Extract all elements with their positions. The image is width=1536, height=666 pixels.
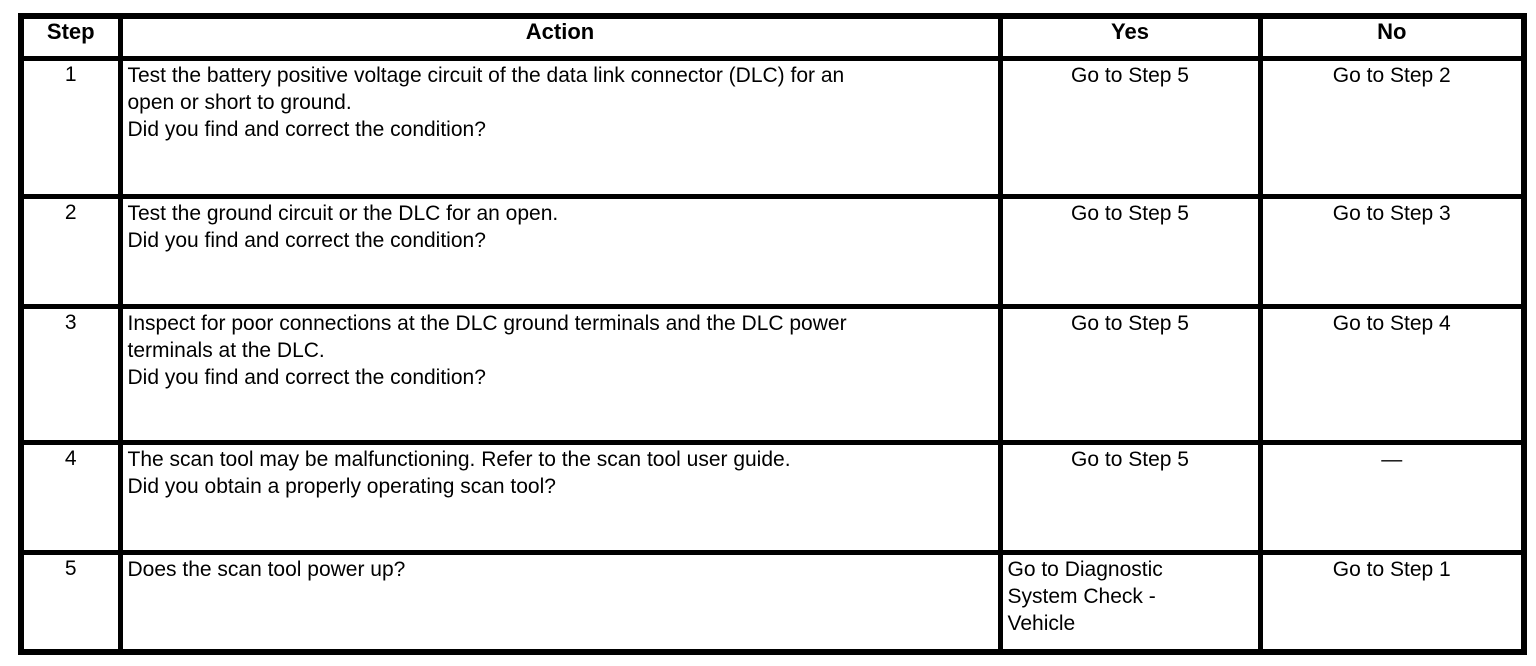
- action-question: Did you find and correct the condition?: [127, 365, 486, 389]
- column-header-action: Action: [117, 13, 1003, 61]
- table-row: 1 Test the battery positive voltage circ…: [18, 55, 1527, 199]
- table-row: 2 Test the ground circuit or the DLC for…: [18, 193, 1527, 309]
- no-result: Go to Step 3: [1332, 201, 1451, 225]
- table-row: 5 Does the scan tool power up? Go to Dia…: [18, 549, 1527, 655]
- no-result: Go to Step 2: [1332, 63, 1451, 87]
- action-cell: The scan tool may be malfunctioning. Ref…: [125, 447, 995, 504]
- action-cell: Inspect for poor connections at the DLC …: [125, 311, 995, 395]
- action-description: Does the scan tool power up?: [127, 557, 406, 581]
- no-result: Go to Step 4: [1332, 311, 1451, 335]
- yes-result: Go to Diagnostic System Check - Vehicle: [1007, 557, 1163, 635]
- table-row: 4 The scan tool may be malfunctioning. R…: [18, 439, 1527, 555]
- action-cell: Test the battery positive voltage circui…: [125, 63, 995, 147]
- action-description: Inspect for poor connections at the DLC …: [127, 311, 847, 362]
- step-number: 5: [64, 556, 77, 580]
- step-number: 2: [64, 200, 77, 224]
- yes-result: Go to Step 5: [1071, 447, 1189, 471]
- yes-result: Go to Step 5: [1071, 201, 1189, 225]
- action-cell: Test the ground circuit or the DLC for a…: [125, 201, 995, 258]
- step-number: 4: [64, 446, 77, 470]
- no-result-dash: —: [1381, 447, 1403, 471]
- action-question: Did you obtain a properly operating scan…: [127, 474, 556, 498]
- step-number: 1: [64, 62, 77, 86]
- diagnostic-table-container: Step Action Yes No 1 Test the battery po…: [18, 13, 1527, 655]
- step-number: 3: [64, 310, 77, 334]
- action-description: Test the ground circuit or the DLC for a…: [127, 201, 559, 225]
- diagnostic-steps-table: Step Action Yes No 1 Test the battery po…: [18, 13, 1527, 655]
- yes-result: Go to Step 5: [1071, 63, 1189, 87]
- column-header-no: No: [1257, 13, 1527, 61]
- action-description: Test the battery positive voltage circui…: [127, 63, 845, 114]
- table-row: 3 Inspect for poor connections at the DL…: [18, 303, 1527, 445]
- action-cell: Does the scan tool power up?: [125, 557, 995, 587]
- yes-result: Go to Step 5: [1071, 311, 1189, 335]
- column-header-yes: Yes: [997, 13, 1263, 61]
- action-question: Did you find and correct the condition?: [127, 117, 486, 141]
- action-description: The scan tool may be malfunctioning. Ref…: [127, 447, 791, 471]
- action-question: Did you find and correct the condition?: [127, 228, 486, 252]
- header-row: Step Action Yes No: [18, 13, 1527, 61]
- no-result: Go to Step 1: [1332, 557, 1451, 581]
- column-header-step: Step: [18, 13, 123, 61]
